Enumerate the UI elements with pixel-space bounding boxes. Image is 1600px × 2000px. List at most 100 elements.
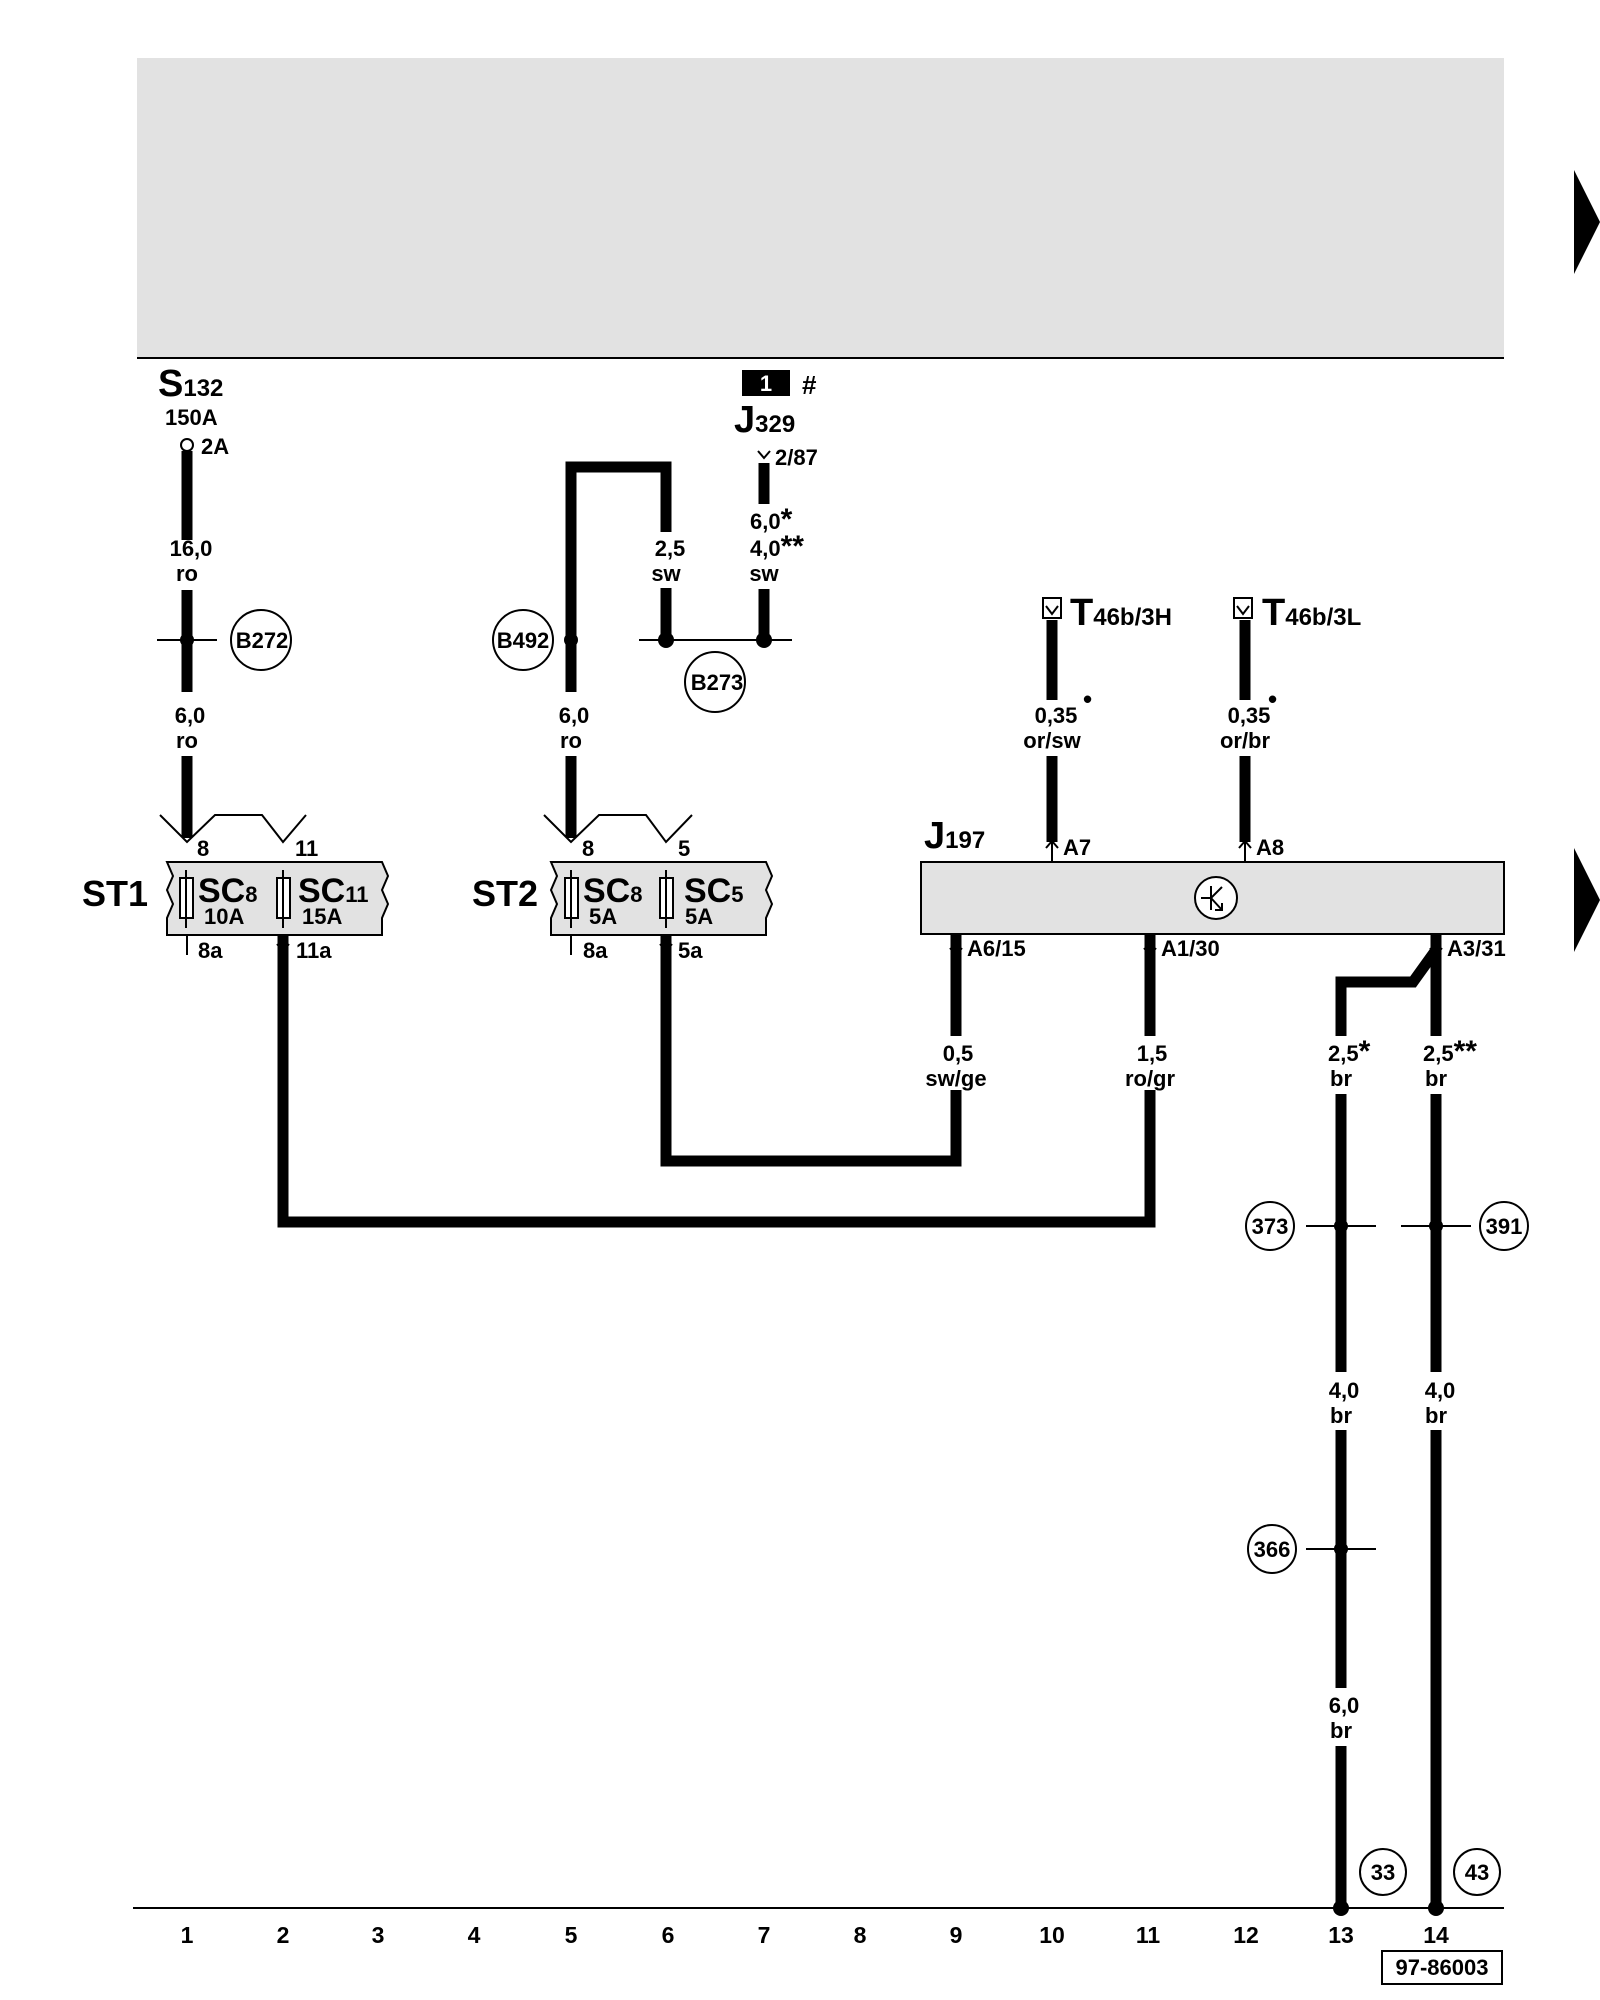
c391-label: 391 — [1486, 1214, 1523, 1239]
grid-number: 6 — [662, 1922, 675, 1948]
st2-bridge — [543, 814, 693, 844]
wire-b273-left-color-2: sw — [651, 561, 681, 586]
wire-13-bot-size: 6,0 — [1329, 1693, 1360, 1718]
wire-13-top-color: br — [1330, 1066, 1352, 1091]
ref-code-box — [1381, 1950, 1503, 1985]
next-page-arrow-bottom[interactable] — [1574, 848, 1600, 952]
j329-pin: 2/87 — [775, 445, 818, 470]
grid-number: 2 — [277, 1922, 290, 1948]
wire-13-bot-color: br — [1330, 1718, 1352, 1743]
j197-pin-a7: A7 — [1063, 835, 1091, 860]
j197-transistor-arrow — [1215, 903, 1223, 911]
st1-pin-11a: 11a — [296, 938, 332, 963]
b492-label: B492 — [497, 628, 550, 653]
st2-5a-arrow — [659, 943, 673, 953]
st2-pin-5: 5 — [678, 836, 690, 861]
wire-13-mid-color: br — [1330, 1403, 1352, 1428]
t46h-connector-arrow — [1045, 605, 1059, 616]
j329-label: J329 — [734, 399, 795, 441]
marker-box — [742, 370, 790, 396]
wire-t46l-dot: • — [1268, 684, 1277, 714]
j197-transistor-icon — [1194, 876, 1238, 920]
wire-13-top-size: 2,5* — [1328, 1035, 1371, 1068]
wire-a6-size: 0,5 — [943, 1041, 974, 1066]
wire-s132-top-size: 16,0 — [170, 536, 213, 561]
b273-circle — [684, 651, 746, 713]
s132-pin: 2A — [201, 434, 229, 459]
st2-label: ST2 — [472, 873, 538, 914]
wire-13-mid-size: 4,0 — [1329, 1378, 1360, 1403]
wire-s132-bot-size: 6,0 — [175, 703, 206, 728]
wire-t46l-size: 0,35 — [1228, 703, 1271, 728]
wire-b492-loop — [565, 461, 672, 640]
wire-b273-left-label-gap — [656, 532, 676, 588]
st2-fuse-sc5-label: SC5 — [684, 872, 743, 910]
wire-t46l-color: or/br — [1220, 728, 1271, 753]
wire-t46h-dot: • — [1083, 684, 1092, 714]
t46h-label: T46b/3H — [1070, 592, 1172, 634]
ref-code: 97-86003 — [1396, 1955, 1489, 1980]
st2-fuse-sc8-label: SC8 — [583, 872, 642, 910]
grid-number: 1 — [181, 1922, 194, 1948]
wire-b273-left-size-2: 2,5 — [655, 536, 686, 561]
j197-pin-a6: A6/15 — [967, 936, 1026, 961]
b273-label: B273 — [691, 670, 744, 695]
st2-pin-8: 8 — [582, 836, 594, 861]
st1-pin-8a: 8a — [198, 938, 223, 963]
t46l-connector-arrow — [1236, 605, 1250, 616]
wire-j329-size1: 6,0* — [750, 503, 793, 536]
j329-terminal-arrow — [757, 450, 771, 460]
s132-label: S132 — [158, 363, 223, 405]
st1-label: ST1 — [82, 873, 148, 914]
marker-symbol: # — [802, 370, 817, 400]
j197-transistor-emitter — [1210, 897, 1223, 911]
c366-node — [1334, 1542, 1348, 1556]
grid-number: 12 — [1233, 1922, 1259, 1948]
c373-label: 373 — [1252, 1214, 1289, 1239]
j197-pin-a8: A8 — [1256, 835, 1284, 860]
c391-circle — [1479, 1201, 1529, 1251]
st2-fuse-sc8-amp: 5A — [589, 904, 617, 929]
header-shaded-area — [137, 58, 1504, 358]
b272-node — [180, 633, 194, 647]
wire-11a-to-a1 — [277, 935, 1156, 1228]
c366-circle — [1247, 1524, 1297, 1574]
grid-number: 5 — [565, 1922, 578, 1948]
st1-fuse-sc11-label: SC11 — [298, 872, 369, 910]
wire-t46h-color: or/sw — [1023, 728, 1081, 753]
grid-number: 13 — [1328, 1922, 1354, 1948]
grid-numbers: 1 2 3 4 5 6 7 8 9 10 11 12 13 14 — [181, 1922, 1449, 1948]
wire-t46h-size: 0,35 — [1035, 703, 1078, 728]
t46h-connector-icon — [1042, 597, 1062, 619]
st1-11a-arrow — [276, 943, 290, 953]
wire-14-top-size: 2,5** — [1423, 1035, 1477, 1068]
grid-number: 4 — [468, 1922, 481, 1948]
wire-14-top-color: br — [1425, 1066, 1447, 1091]
c33-label: 33 — [1371, 1860, 1395, 1885]
wire-a1-color: ro/gr — [1125, 1066, 1176, 1091]
b272-label: B272 — [236, 628, 289, 653]
wire-s132-top-color: ro — [176, 561, 198, 586]
j197-pin-a3: A3/31 — [1447, 936, 1506, 961]
next-page-arrow-top[interactable] — [1574, 170, 1600, 274]
st1-fuse-sc8-amp: 10A — [204, 904, 244, 929]
c43-label: 43 — [1465, 1860, 1489, 1885]
grid-number: 10 — [1039, 1922, 1065, 1948]
c43-circle — [1453, 1848, 1501, 1896]
grid-number: 14 — [1423, 1922, 1449, 1948]
st1-fuse-sc8-label: SC8 — [198, 872, 257, 910]
st1-fuse-sc11-amp: 15A — [302, 904, 342, 929]
c373-circle — [1245, 1201, 1295, 1251]
grid-number: 9 — [950, 1922, 963, 1948]
c33-circle — [1359, 1848, 1407, 1896]
c366-label: 366 — [1254, 1537, 1291, 1562]
b492-circle — [492, 609, 554, 671]
c391-node — [1429, 1219, 1443, 1233]
st2-pin-8a: 8a — [583, 938, 608, 963]
grid-number: 7 — [758, 1922, 771, 1948]
wire-b492-bot-color: ro — [560, 728, 582, 753]
j197-label: J197 — [924, 815, 985, 857]
st1-pin-8: 8 — [197, 836, 209, 861]
s132-rating: 150A — [165, 405, 218, 430]
